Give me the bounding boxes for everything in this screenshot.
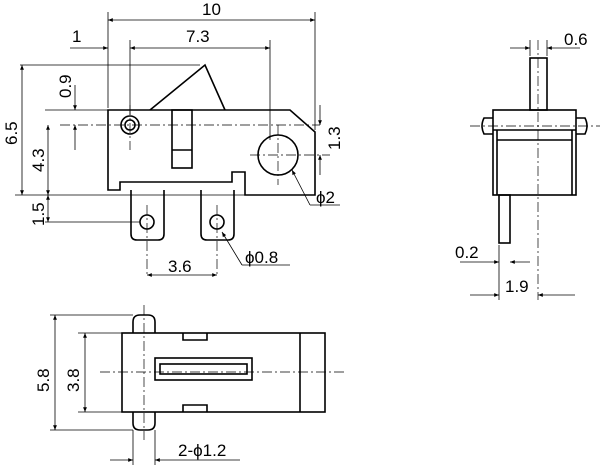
dim-terminal-thickness: 0.2 <box>455 243 479 262</box>
side-view: 0.6 0.2 1.9 <box>455 30 600 300</box>
dim-hole-spacing: 7.3 <box>186 27 210 46</box>
dim-hole-offset: 1.3 <box>325 126 344 150</box>
dim-terminal-pitch: 3.6 <box>168 257 192 276</box>
dim-offset: 1 <box>72 27 81 46</box>
dim-body-width: 3.8 <box>64 368 83 392</box>
dim-terminal-offset: 1.9 <box>505 277 529 296</box>
dim-body-height: 4.3 <box>29 148 48 172</box>
dim-overall-height: 6.5 <box>2 121 21 145</box>
front-view: 10 1 7.3 0.9 6.5 4.3 1.3 1.5 ϕ2 3.6 ϕ0.8 <box>2 0 344 277</box>
dim-terminal-hole-dia: ϕ0.8 <box>245 248 278 267</box>
dim-overall-width: 5.8 <box>34 368 53 392</box>
dim-actuator-width: 0.6 <box>564 30 588 49</box>
dim-pin-dia: 2-ϕ1.2 <box>178 441 226 460</box>
dim-overall-width: 10 <box>202 0 221 19</box>
bottom-view: 5.8 3.8 2-ϕ1.2 <box>34 305 345 465</box>
dim-top-offset: 0.9 <box>56 74 75 98</box>
dim-terminal-offset: 1.5 <box>29 202 48 226</box>
dim-hole-dia: ϕ2 <box>316 188 335 207</box>
